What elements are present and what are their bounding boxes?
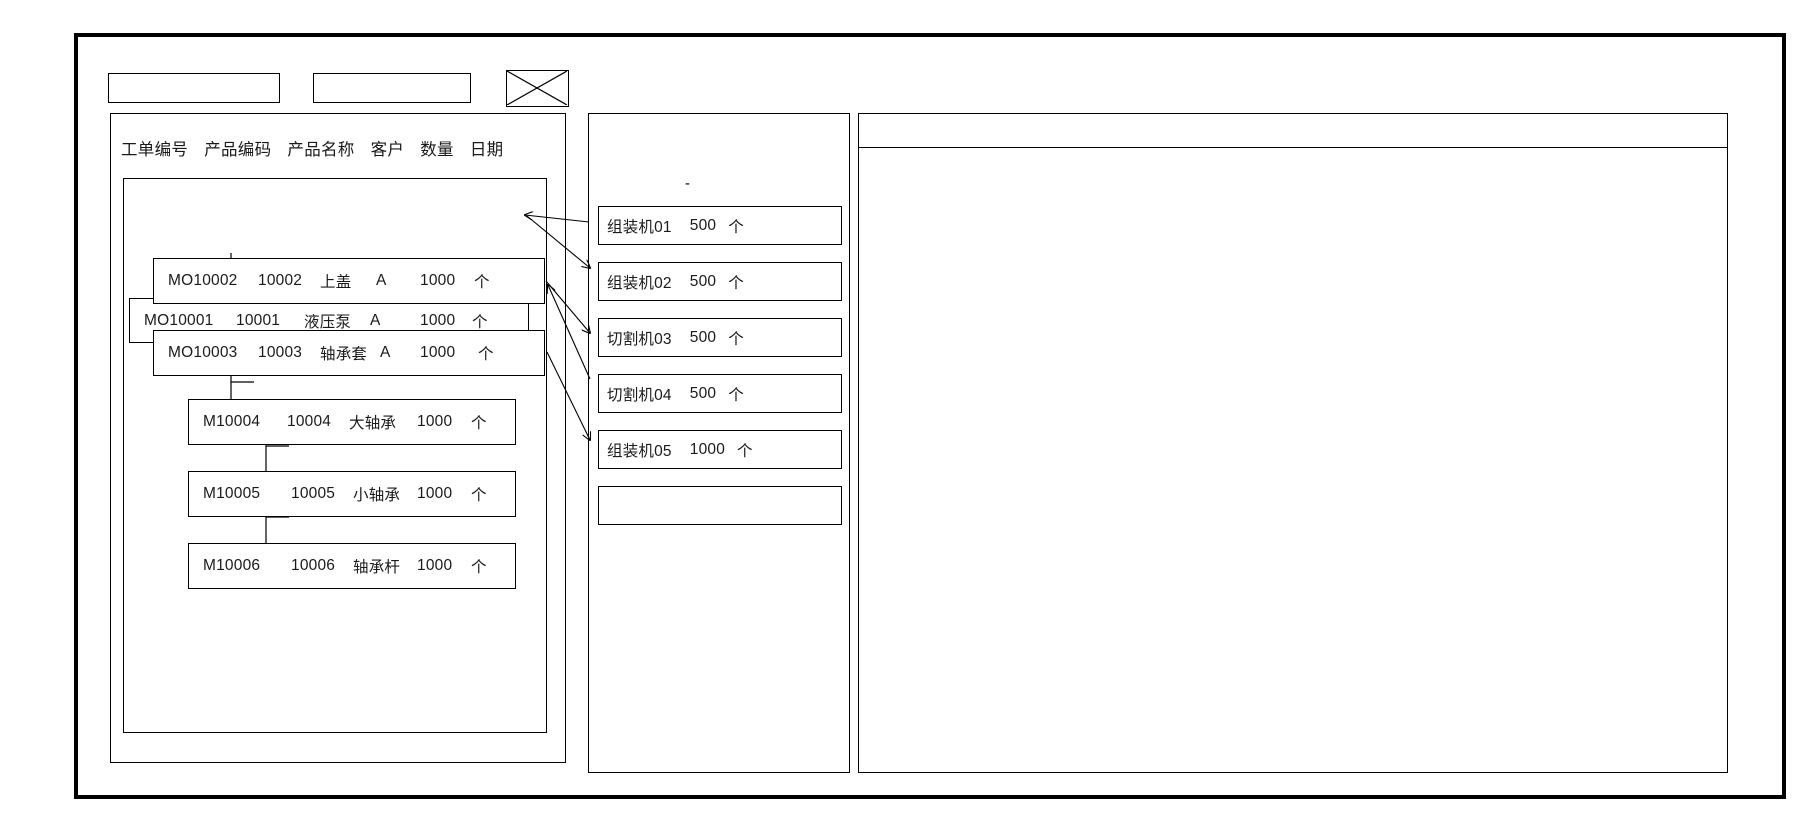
- cell-order-no: MO10001: [144, 311, 214, 329]
- column-header-order-no: 工单编号: [121, 141, 189, 159]
- cell-quantity: 1000: [417, 485, 453, 502]
- cell-quantity: 1000: [420, 344, 456, 361]
- cell-product-code: 10004: [287, 413, 332, 430]
- machine-item-4[interactable]: 切割机04 500 个: [598, 374, 842, 413]
- machine-qty: 500: [689, 216, 717, 234]
- tree-row-m10005[interactable]: M10005 10005 小轴承 1000 个: [188, 471, 516, 517]
- crossed-box-glyph: [507, 70, 567, 105]
- tree-row-m10006[interactable]: M10006 10006 轴承杆 1000 个: [188, 543, 516, 589]
- machine-item-5[interactable]: 组装机05 1000 个: [598, 430, 842, 469]
- machine-name: 切割机03: [607, 330, 672, 348]
- cell-quantity: 1000: [417, 413, 453, 430]
- cell-product-name: 小轴承: [353, 487, 401, 504]
- tree-column-headers: 工单编号 产品编码 产品名称 客户 数量 日期: [111, 136, 565, 160]
- tree-row-m10004[interactable]: M10004 10004 大轴承 1000 个: [188, 399, 516, 445]
- cell-quantity: 1000: [420, 311, 456, 329]
- crossed-box-icon[interactable]: [506, 69, 569, 107]
- cell-product-code: 10001: [236, 311, 281, 329]
- machine-name: 组装机05: [607, 442, 672, 460]
- cell-unit: 个: [474, 274, 490, 291]
- column-header-quantity: 数量: [420, 141, 454, 159]
- cell-order-no: MO10003: [168, 344, 238, 361]
- machine-qty: 500: [689, 384, 717, 402]
- cell-unit: 个: [478, 346, 494, 363]
- cell-product-name: 大轴承: [349, 415, 397, 432]
- machine-item-2[interactable]: 组装机02 500 个: [598, 262, 842, 301]
- cell-unit: 个: [471, 559, 487, 576]
- detail-panel-body: [859, 148, 1727, 772]
- machine-item-empty[interactable]: [598, 486, 842, 525]
- toolbar-box-2[interactable]: [313, 73, 471, 103]
- toolbar: [108, 69, 569, 107]
- cell-order-no: M10005: [203, 485, 261, 502]
- cell-unit: 个: [471, 415, 487, 432]
- column-header-customer: 客户: [370, 141, 405, 159]
- machine-unit: 个: [728, 218, 744, 236]
- toolbar-box-1[interactable]: [108, 73, 280, 103]
- machine-unit: 个: [728, 274, 744, 292]
- cell-product-code: 10002: [258, 272, 303, 289]
- cell-product-name: 轴承套: [320, 346, 368, 363]
- tree-row-mo10002[interactable]: MO10002 10002 上盖 A 1000 个: [153, 258, 545, 304]
- cell-customer: A: [380, 344, 391, 361]
- tree-row-mo10003[interactable]: MO10003 10003 轴承套 A 1000 个: [153, 330, 545, 376]
- cell-unit: 个: [472, 313, 488, 331]
- cell-product-code: 10005: [291, 485, 336, 502]
- detail-panel: [858, 113, 1728, 773]
- machine-name: 切割机04: [607, 386, 672, 404]
- cell-product-name: 上盖: [320, 274, 352, 291]
- column-header-product-name: 产品名称: [287, 141, 355, 159]
- cell-order-no: M10006: [203, 557, 261, 574]
- cell-product-name: 液压泵: [304, 313, 352, 331]
- cell-product-name: 轴承杆: [353, 559, 401, 576]
- machine-unit: 个: [728, 386, 744, 404]
- machine-item-3[interactable]: 切割机03 500 个: [598, 318, 842, 357]
- machine-list: 组装机01 500 个 组装机02 500 个 切割机03 500 个 切割机0…: [598, 206, 842, 525]
- cell-product-code: 10003: [258, 344, 303, 361]
- column-header-date: 日期: [469, 141, 504, 159]
- machine-name: 组装机01: [607, 218, 672, 236]
- machine-unit: 个: [728, 330, 744, 348]
- panel-marker: -: [685, 175, 690, 192]
- cell-product-code: 10006: [291, 557, 336, 574]
- cell-order-no: M10004: [203, 413, 261, 430]
- cell-quantity: 1000: [417, 557, 453, 574]
- machine-qty: 1000: [689, 440, 726, 458]
- machine-qty: 500: [689, 328, 717, 346]
- cell-customer: A: [376, 272, 387, 289]
- machine-item-1[interactable]: 组装机01 500 个: [598, 206, 842, 245]
- cell-unit: 个: [471, 487, 487, 504]
- column-header-product-code: 产品编码: [204, 141, 272, 159]
- machine-allocation-panel: - 组装机01 500 个 组装机02 500 个 切割机03 500 个 切割…: [588, 113, 850, 773]
- machine-unit: 个: [737, 442, 753, 460]
- cell-customer: A: [370, 311, 381, 329]
- cell-order-no: MO10002: [168, 272, 238, 289]
- cell-quantity: 1000: [420, 272, 456, 289]
- detail-panel-header: [859, 114, 1727, 148]
- machine-name: 组装机02: [607, 274, 672, 292]
- machine-qty: 500: [689, 272, 717, 290]
